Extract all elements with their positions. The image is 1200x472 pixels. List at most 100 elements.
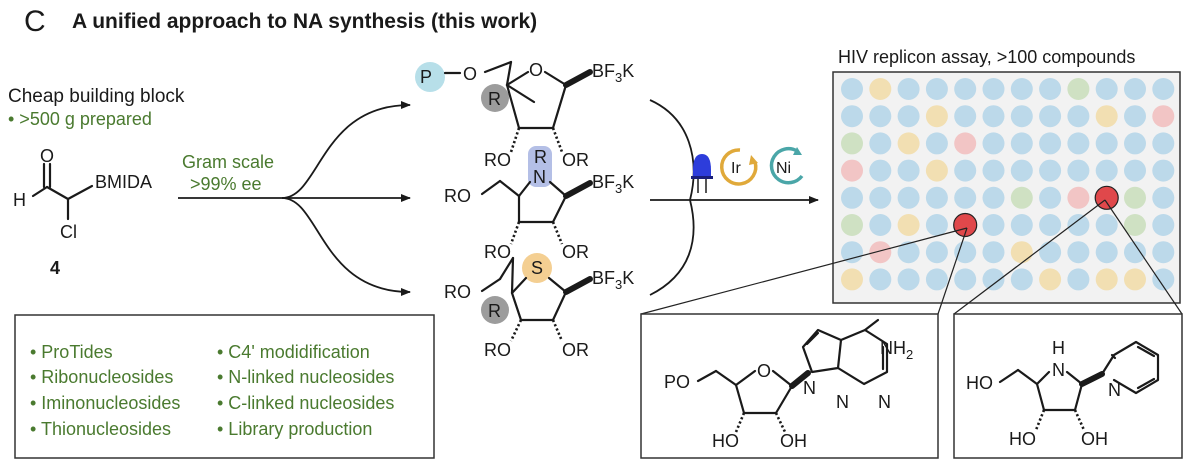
gram-scale-arrow: Gram scale >99% ee (178, 101, 411, 296)
well (1067, 268, 1090, 291)
hit-1-frame (640, 313, 939, 459)
starting-material: Cheap building block • >500 g prepared O… (8, 86, 185, 278)
ro-label-3: RO (484, 340, 511, 360)
well (1010, 78, 1033, 100)
hash-bond (734, 412, 746, 433)
applications-box: • ProTides • Ribonucleosides • Iminonucl… (14, 314, 435, 459)
well (1124, 241, 1146, 264)
well (1095, 78, 1118, 100)
well (869, 214, 892, 236)
bond (498, 256, 515, 281)
well (1039, 214, 1062, 236)
merge-line-bottom (649, 199, 695, 296)
bond (505, 70, 530, 87)
well (925, 268, 948, 291)
bond (551, 194, 568, 224)
well (1010, 105, 1033, 128)
hit2-ring-n: N (1052, 360, 1065, 380)
well (954, 78, 977, 100)
bond (1110, 353, 1117, 360)
well (869, 186, 892, 209)
bond (548, 180, 568, 198)
aldehyde-hydrogen: H (13, 190, 26, 210)
well (954, 268, 977, 291)
phosphate-cap-circle (415, 62, 445, 92)
ee-label: >99% ee (190, 174, 262, 194)
well (1095, 105, 1118, 128)
bond (1073, 382, 1084, 412)
compound-number: 4 (50, 258, 60, 278)
well (982, 105, 1005, 128)
ring-sulfur: S (531, 258, 543, 278)
well (1039, 186, 1062, 209)
well (897, 268, 920, 291)
well (1067, 241, 1090, 264)
well (1152, 132, 1175, 155)
hash-bond (509, 221, 521, 245)
well (1124, 105, 1146, 128)
bond (543, 70, 568, 87)
bond (480, 277, 502, 293)
ring-nitrogen: N (533, 167, 546, 187)
hit2-pyridine-n: N (1108, 380, 1121, 400)
product-thiosugar: S RO R BF3K RO OR (444, 253, 634, 360)
pyridine-ring (1100, 340, 1160, 395)
n-substituent-label: R (534, 147, 547, 167)
well (1039, 78, 1062, 100)
bond (1016, 368, 1039, 386)
well (841, 105, 863, 128)
hit-well (953, 212, 978, 238)
well (1124, 132, 1146, 155)
well (1124, 159, 1146, 182)
application-item: • C4' modidification (217, 342, 370, 362)
application-item: • Thionucleosides (30, 419, 171, 439)
bond (510, 276, 528, 295)
hit-well (1094, 185, 1119, 210)
well (925, 78, 948, 100)
triazine-ring (836, 328, 889, 386)
bond (1065, 370, 1084, 386)
c-c-bond (45, 185, 70, 201)
hash-bond (551, 319, 564, 342)
ring-oxygen: O (529, 60, 543, 80)
well (1039, 268, 1062, 291)
bond (551, 290, 568, 322)
bond (547, 276, 568, 294)
bond (696, 369, 718, 383)
well (897, 214, 920, 236)
hit2-oh-right: OH (1081, 429, 1108, 449)
well (841, 214, 863, 236)
bond (505, 83, 521, 130)
branch-arrow-top (281, 101, 411, 199)
well (1010, 132, 1033, 155)
scheme-title: A unified approach to NA synthesis (this… (72, 10, 537, 33)
hit2-side-chain: HO (966, 373, 993, 393)
linker-o-label: O (463, 64, 477, 84)
well (897, 105, 920, 128)
well (841, 268, 863, 291)
well (869, 105, 892, 128)
nickel-label: Ni (776, 160, 791, 177)
gram-scale-label: Gram scale (182, 152, 274, 172)
c4-group-circle (481, 84, 509, 112)
well (1010, 214, 1033, 236)
hit1-oh-right: OH (780, 431, 807, 451)
well (982, 186, 1005, 209)
hit2-oh-left: HO (1009, 429, 1036, 449)
or-label-2: OR (562, 242, 589, 262)
bond (734, 369, 757, 387)
connector-hit2-left (953, 199, 1106, 315)
iridium-label: Ir (731, 160, 741, 177)
well (841, 241, 863, 264)
or-label-1: OR (562, 150, 589, 170)
application-item: • N-linked nucleosides (217, 367, 394, 387)
well (1124, 268, 1146, 291)
well (841, 78, 863, 100)
product-furanose: P O R O BF3K RO OR (415, 60, 634, 170)
wedge-bond (1079, 371, 1105, 387)
well (1124, 214, 1146, 236)
well (897, 186, 920, 209)
well (982, 268, 1005, 291)
well (982, 241, 1005, 264)
bond (510, 256, 515, 295)
